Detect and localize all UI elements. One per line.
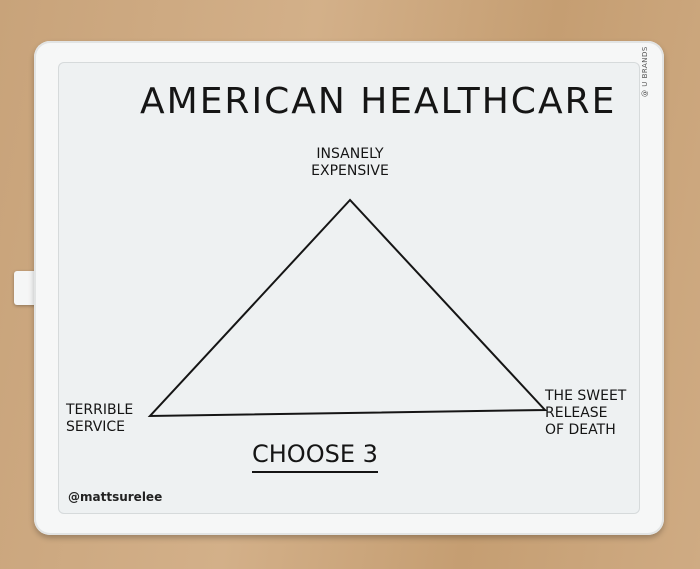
label-line: The Sweet bbox=[545, 388, 627, 404]
vertex-label-right: The Sweet Release of Death bbox=[545, 388, 626, 438]
vertex-label-left: Terrible Service bbox=[66, 402, 133, 436]
label-line: Release bbox=[545, 404, 608, 421]
diagram-title: American Healthcare bbox=[140, 81, 617, 122]
label-line: Service bbox=[66, 418, 126, 435]
caption: Choose 3 bbox=[252, 440, 378, 473]
triangle bbox=[147, 198, 548, 418]
label-line: Insanely bbox=[316, 146, 384, 162]
vertex-label-top: Insanely Expensive bbox=[290, 146, 410, 180]
whiteboard-surface bbox=[58, 62, 640, 514]
signature: @mattsurelee bbox=[68, 490, 163, 504]
label-line: of Death bbox=[545, 421, 616, 438]
label-line: Expensive bbox=[311, 162, 389, 179]
label-line: Terrible bbox=[66, 402, 134, 418]
